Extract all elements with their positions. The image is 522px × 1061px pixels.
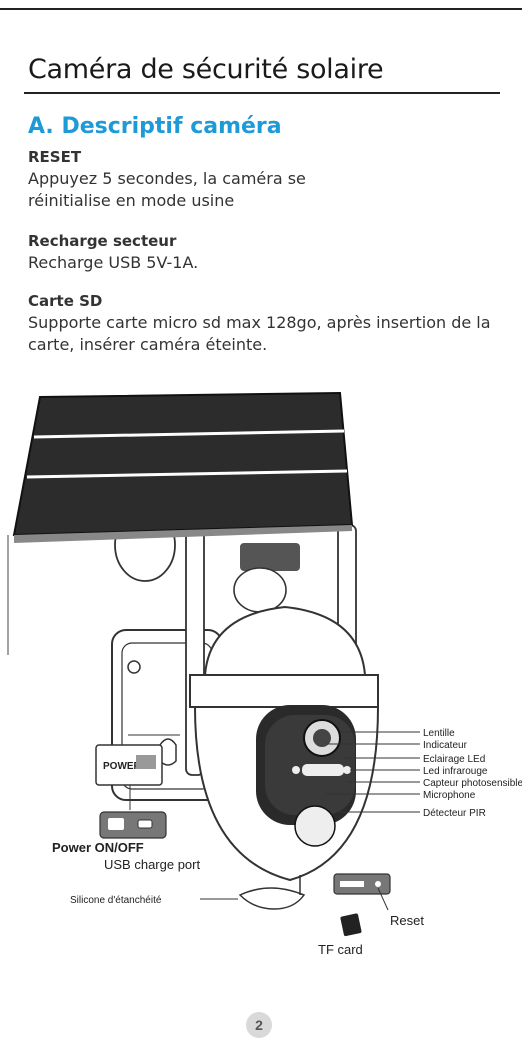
top-rule [0, 8, 522, 10]
power-switch-detail: POWER [95, 734, 180, 810]
charge-block: Recharge secteur Recharge USB 5V-1A. [28, 232, 428, 274]
label-indicateur: Indicateur [423, 740, 468, 751]
camera-body-icon [189, 605, 380, 882]
label-pir: Détecteur PIR [423, 808, 486, 819]
port-panel-icon [99, 811, 167, 839]
title-underline [24, 92, 500, 94]
swivel-joint-icon [233, 543, 300, 613]
label-reset: Reset [390, 913, 424, 928]
label-silicone: Silicone d'étanchéité [70, 895, 162, 906]
reset-heading: RESET [28, 148, 82, 166]
charge-heading: Recharge secteur [28, 232, 177, 250]
label-tf: TF card [318, 942, 363, 957]
page-number-badge: 2 [246, 1012, 272, 1038]
silicone-seal-icon [200, 875, 306, 910]
section-title: A. Descriptif caméra [28, 114, 282, 139]
camera-illustration: Lentille Indicateur Eclairage LEd Led in… [7, 391, 522, 957]
charge-text: Recharge USB 5V-1A. [28, 253, 199, 272]
solar-panel-icon [12, 391, 354, 543]
label-infrarouge: Led infrarouge [423, 766, 488, 777]
label-microphone: Microphone [423, 790, 476, 801]
tf-card-icon [340, 913, 362, 937]
label-usb: USB charge port [104, 857, 200, 872]
callout-lines [326, 731, 420, 813]
page-title: Caméra de sécurité solaire [28, 54, 384, 85]
tf-slot-icon [333, 873, 391, 911]
sd-heading: Carte SD [28, 292, 103, 310]
label-power: Power ON/OFF [52, 840, 144, 855]
label-capteur: Capteur photosensible [423, 778, 522, 789]
sd-block: Carte SD Supporte carte micro sd max 128… [28, 292, 518, 356]
sd-text: Supporte carte micro sd max 128go, après… [28, 313, 491, 354]
label-eclairage: Eclairage LEd [423, 754, 485, 765]
power-switch-label: POWER [103, 761, 142, 772]
reset-text: Appuyez 5 secondes, la caméra se réiniti… [28, 169, 306, 210]
reset-block: RESET Appuyez 5 secondes, la caméra se r… [28, 148, 328, 212]
label-lentille: Lentille [423, 728, 455, 739]
